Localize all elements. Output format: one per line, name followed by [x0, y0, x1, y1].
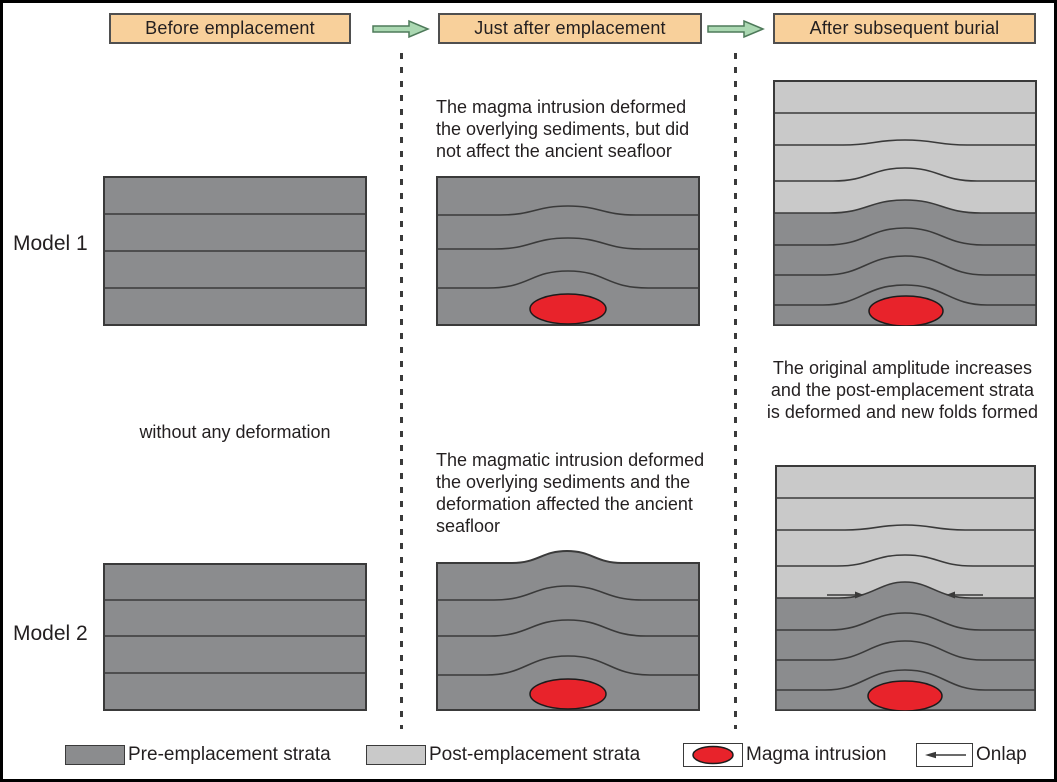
model-2-burial-diagram — [775, 465, 1036, 711]
magma-intrusion — [868, 295, 944, 326]
arrow-right-icon — [372, 19, 430, 39]
post-strata-swatch — [366, 745, 426, 765]
stage-box-before: Before emplacement — [109, 13, 351, 44]
pre-strata-swatch — [65, 745, 125, 765]
model-1-before-diagram — [103, 176, 367, 326]
legend-item-post-strata: Post-emplacement strata — [366, 743, 640, 767]
model-2-emplacement-diagram — [436, 549, 700, 711]
legend-label: Magma intrusion — [746, 744, 887, 765]
column-divider-right — [734, 53, 737, 729]
arrow-right-icon — [707, 19, 765, 39]
legend-label: Onlap — [976, 744, 1027, 765]
onlap-swatch-frame — [916, 743, 973, 767]
onlap-arrow-icon — [924, 751, 966, 759]
pre-strata-block — [103, 563, 367, 711]
magma-ellipse-icon — [692, 745, 734, 765]
onlap-arrow-left-icon — [827, 591, 864, 599]
model-1-emplacement-note: The magma intrusion deformed the overlyi… — [436, 97, 690, 161]
magma-intrusion — [529, 293, 607, 325]
column-divider-left — [400, 53, 403, 729]
stage-label: After subsequent burial — [809, 18, 1000, 38]
magma-intrusion — [867, 680, 943, 711]
model-1-burial-diagram — [773, 80, 1037, 326]
stage-box-burial: After subsequent burial — [773, 13, 1036, 44]
model-1-emplacement-diagram — [436, 176, 700, 326]
model-2-label: Model 2 — [13, 622, 88, 645]
stage-box-emplacement: Just after emplacement — [438, 13, 702, 44]
magma-swatch-frame — [683, 743, 743, 767]
stage-label: Before emplacement — [145, 18, 315, 38]
magma-intrusion — [529, 678, 607, 710]
model-2-before-diagram — [103, 563, 367, 711]
stage-label: Just after emplacement — [474, 18, 666, 38]
legend-item-magma: Magma intrusion — [683, 743, 886, 767]
pre-strata-block — [436, 549, 700, 711]
legend-label: Pre-emplacement strata — [128, 744, 331, 765]
burial-column-note: The original amplitude increases and the… — [766, 358, 1039, 422]
pre-strata-block — [773, 199, 1037, 326]
model-2-emplacement-note: The magmatic intrusion deformed the over… — [436, 450, 705, 536]
onlap-arrow-right-icon — [946, 591, 983, 599]
before-column-note: without any deformation — [139, 422, 331, 442]
model-1-label: Model 1 — [13, 232, 88, 255]
legend-label: Post-emplacement strata — [429, 744, 641, 765]
legend-item-onlap: Onlap — [916, 743, 1027, 767]
legend-item-pre-strata: Pre-emplacement strata — [65, 743, 331, 767]
